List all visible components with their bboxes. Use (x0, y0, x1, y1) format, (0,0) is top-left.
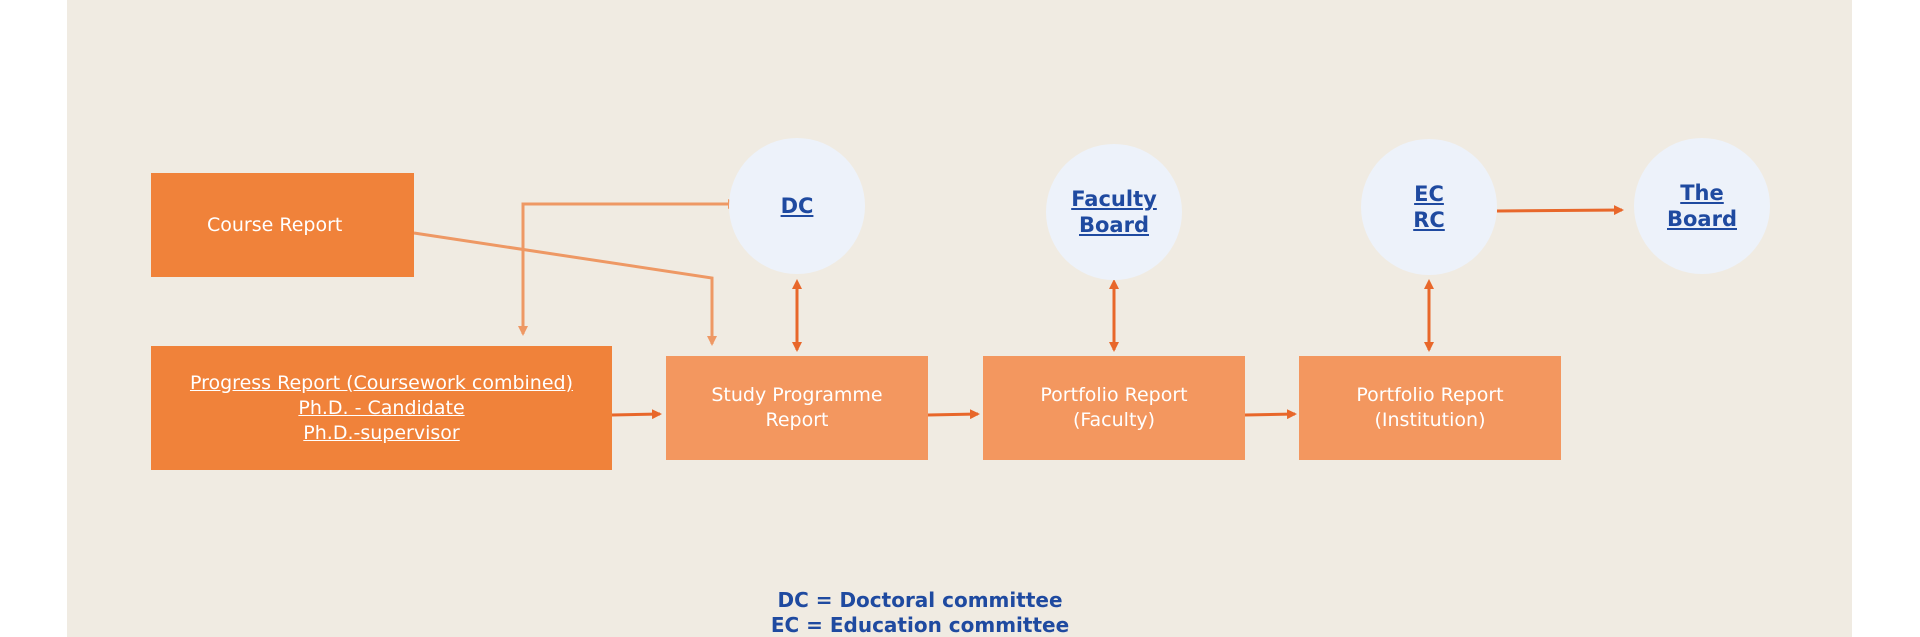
node-ec-rc-line-2: RC (1413, 208, 1445, 232)
node-portfolio-institution-line-1: Portfolio Report (1356, 384, 1504, 406)
node-portfolio-report-faculty: Portfolio Report (Faculty) (983, 356, 1245, 460)
node-the-board[interactable]: The Board (1634, 138, 1770, 274)
legend-item-ec: EC = Education committee (770, 613, 1070, 637)
node-course-report: Course Report (151, 173, 414, 277)
node-study-programme-report: Study Programme Report (666, 356, 928, 460)
node-progress-report-line-2: Ph.D. - Candidate (298, 396, 465, 419)
node-the-board-line-2: Board (1667, 207, 1737, 231)
node-the-board-line-1: The (1680, 181, 1724, 205)
diagram-background (67, 0, 1852, 637)
node-portfolio-institution-line-2: (Institution) (1374, 409, 1486, 431)
node-portfolio-faculty-line-2: (Faculty) (1072, 409, 1156, 431)
node-study-programme-line-1: Study Programme (711, 384, 883, 406)
node-progress-report-line-3: Ph.D.-supervisor (303, 421, 460, 444)
legend-item-dc: DC = Doctoral committee (777, 588, 1063, 612)
node-faculty-board-line-1: Faculty (1071, 187, 1157, 211)
node-progress-report: Progress Report (Coursework combined) Ph… (151, 346, 612, 470)
node-dc[interactable]: DC (729, 138, 865, 274)
node-portfolio-report-institution: Portfolio Report (Institution) (1299, 356, 1561, 460)
node-faculty-board-line-2: Board (1079, 213, 1149, 237)
node-faculty-board[interactable]: Faculty Board (1046, 144, 1182, 280)
node-portfolio-faculty-line-1: Portfolio Report (1040, 384, 1188, 406)
node-study-programme-line-2: Report (765, 409, 829, 431)
node-progress-report-line-1: Progress Report (Coursework combined) (189, 371, 574, 394)
node-course-report-label: Course Report (207, 213, 343, 236)
legend: DC = Doctoral committee EC = Education c… (700, 588, 1140, 637)
node-ec-rc-line-1: EC (1414, 182, 1444, 206)
node-ec-rc[interactable]: EC RC (1361, 139, 1497, 275)
node-dc-label: DC (780, 194, 814, 218)
